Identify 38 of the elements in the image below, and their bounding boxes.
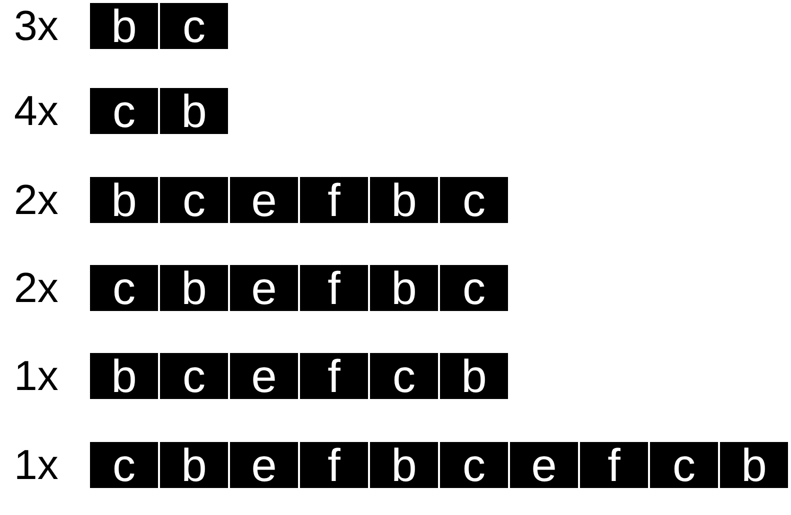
letter-block: e [230,353,298,399]
letter-block: b [160,265,228,311]
letter-block: b [720,442,788,488]
multiplier-label: 2x [14,177,58,223]
multiplier-label: 1x [14,353,58,399]
letter-block: c [440,265,508,311]
letter-block: c [90,88,158,134]
letter-block: b [160,442,228,488]
letter-block: c [370,353,438,399]
letter-block: b [440,353,508,399]
letter-block: e [510,442,578,488]
letter-block: b [370,265,438,311]
letter-block: b [90,353,158,399]
letter-block: c [90,442,158,488]
letter-block: c [160,353,228,399]
letter-block: e [230,442,298,488]
letter-block: f [580,442,648,488]
multiplier-label: 1x [14,442,58,488]
letter-block: b [370,177,438,223]
letter-block: c [650,442,718,488]
letter-block: f [300,265,368,311]
multiplier-label: 4x [14,88,58,134]
letter-block: c [160,177,228,223]
letter-block: b [160,88,228,134]
multiplier-label: 2x [14,265,58,311]
multiplier-label: 3x [14,3,58,49]
letter-block: f [300,177,368,223]
letter-block: b [90,177,158,223]
letter-block: b [90,3,158,49]
letter-block: c [440,177,508,223]
letter-block: e [230,177,298,223]
letter-block: f [300,442,368,488]
letter-block: c [160,3,228,49]
letter-block: e [230,265,298,311]
letter-block: b [370,442,438,488]
letter-block: c [90,265,158,311]
letter-block: c [440,442,508,488]
letter-block: f [300,353,368,399]
